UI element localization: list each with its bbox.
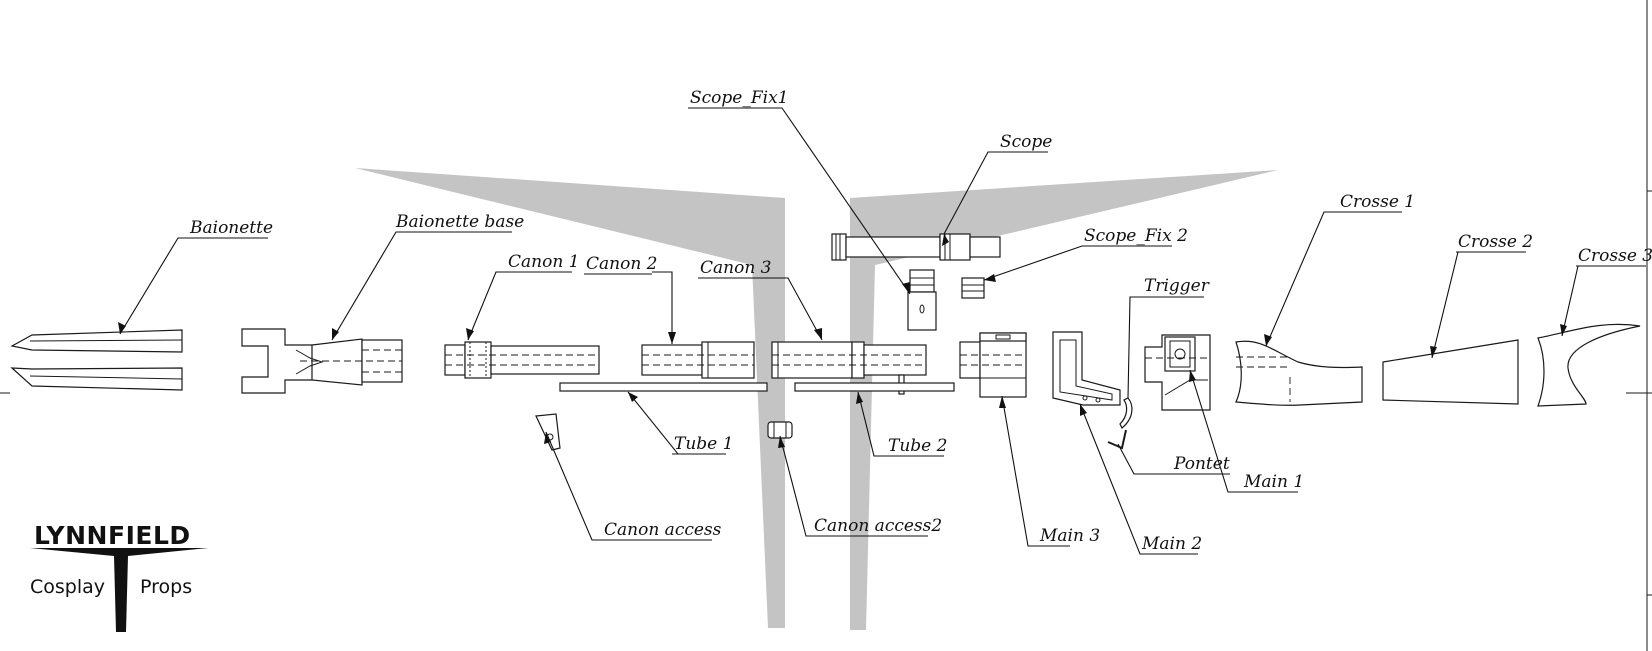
leader-baionette-base [331, 231, 512, 341]
arrowheads [118, 234, 1567, 448]
part-tube-2 [794, 382, 955, 392]
label-canon-access-2: Canon access2 [814, 516, 942, 536]
part-scope [831, 233, 1001, 261]
part-crosse-3 [1537, 323, 1641, 407]
part-tube-1 [559, 382, 768, 392]
part-canon-access-2 [767, 421, 793, 439]
leader-baionette [119, 237, 268, 335]
watermark-right-wing [850, 170, 1278, 630]
leader-canon-3 [766, 277, 823, 341]
part-baionette-base [241, 328, 403, 394]
label-main-1: Main 1 [1243, 472, 1304, 492]
label-canon-2: Canon 2 [586, 254, 658, 274]
watermark-left-wing [355, 168, 785, 628]
label-baionette: Baionette [189, 218, 273, 238]
leader-canon-1 [467, 271, 572, 341]
part-canon-3 [771, 341, 927, 395]
part-pontet [1107, 429, 1127, 450]
leader-scope-fix-2 [983, 245, 1172, 281]
part-scope-fix-1 [907, 269, 937, 331]
label-main-3: Main 3 [1039, 526, 1100, 546]
leader-canon-2 [652, 271, 673, 344]
leader-lines [119, 107, 1646, 555]
label-tube-1: Tube 1 [674, 434, 733, 454]
label-crosse-3: Crosse 3 [1578, 246, 1652, 266]
part-baionette [10, 329, 183, 391]
label-pontet: Pontet [1173, 454, 1230, 474]
part-crosse-2 [1382, 339, 1519, 405]
leader-crosse-1 [1265, 211, 1402, 347]
part-trigger [1119, 397, 1133, 429]
label-main-2: Main 2 [1141, 534, 1202, 554]
callout-labels: Baionette Baionette base Canon 1 Canon 2… [188, 88, 1652, 555]
logo-right-word: Props [140, 576, 192, 598]
label-scope: Scope [1000, 132, 1052, 152]
part-main-1 [1144, 334, 1211, 411]
label-scope-fix-1: Scope_Fix1 [690, 88, 788, 108]
label-crosse-1: Crosse 1 [1340, 192, 1415, 212]
logo-name: LYNNFIELD [34, 521, 191, 550]
label-canon-1: Canon 1 [508, 252, 580, 272]
label-baionette-base: Baionette base [395, 212, 524, 232]
part-main-2 [1052, 331, 1121, 406]
label-trigger: Trigger [1144, 276, 1210, 296]
part-main-3 [959, 332, 1027, 398]
label-crosse-2: Crosse 2 [1458, 232, 1533, 252]
part-canon-1 [444, 341, 600, 379]
label-canon-access: Canon access [604, 520, 722, 540]
part-crosse-1 [1235, 340, 1363, 406]
watermark-logo [355, 168, 1278, 630]
part-scope-fix-2 [961, 277, 985, 299]
logo-left-word: Cosplay [30, 576, 105, 598]
label-tube-2: Tube 2 [888, 436, 947, 456]
leader-main-3 [1001, 395, 1070, 547]
label-canon-3: Canon 3 [700, 258, 772, 278]
company-logo: LYNNFIELD Cosplay Props [30, 521, 208, 632]
label-scope-fix-2: Scope_Fix 2 [1084, 226, 1188, 246]
part-canon-access [535, 413, 561, 451]
logo-t-mark [30, 548, 208, 632]
part-canon-2 [641, 341, 755, 379]
